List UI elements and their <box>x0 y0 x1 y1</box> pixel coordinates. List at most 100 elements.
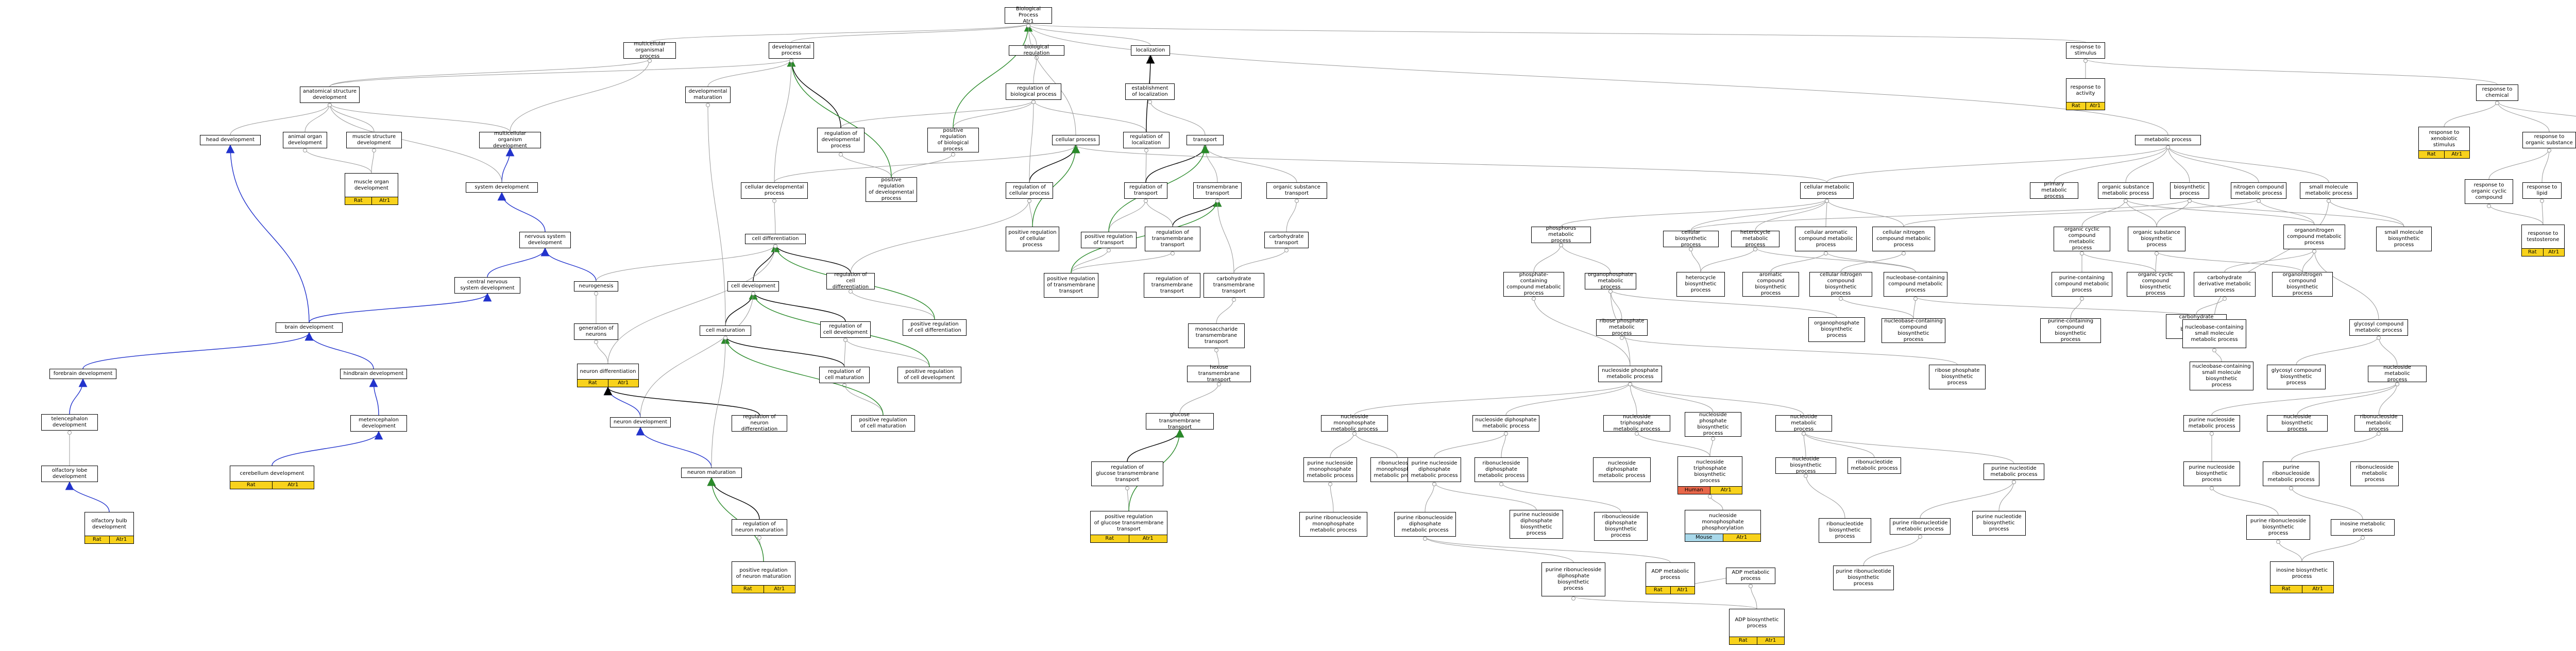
term-node-nucdi[interactable]: nucleoside diphosphate metabolic process <box>1472 415 1539 432</box>
term-node-devmat[interactable]: developmental maturation <box>685 87 731 103</box>
term-node-phoscont[interactable]: phosphate-containing compound metabolic … <box>1503 272 1564 297</box>
term-node-adpmet2[interactable]: ADP metabolic process <box>1726 568 1775 584</box>
term-node-nsdev[interactable]: nervous system development <box>519 232 571 248</box>
term-node-nucmono[interactable]: nucleoside monophosphate metabolic proce… <box>1321 414 1388 432</box>
term-node-anat[interactable]: anatomical structure development <box>300 87 360 103</box>
term-node-ribonucdi[interactable]: ribonucleoside diphosphate metabolic pro… <box>1475 457 1528 482</box>
term-node-posregdevp[interactable]: positive regulation of developmental pro… <box>866 177 917 202</box>
term-node-regcelldiff[interactable]: regulation of cell differentiation <box>826 272 875 290</box>
term-node-ribonucmet2[interactable]: ribonucleoside metabolic process <box>2350 461 2399 486</box>
term-node-musc[interactable]: muscle structure development <box>346 132 402 148</box>
term-node-animorg[interactable]: animal organ development <box>283 132 327 148</box>
term-node-celldev[interactable]: cell development <box>727 281 779 292</box>
term-node-cellmet[interactable]: cellular metabolic process <box>1800 182 1854 199</box>
term-node-orgsubbio[interactable]: organic substance biosynthetic process <box>2128 227 2185 251</box>
term-node-bp[interactable]: Biological Process Atr1 <box>1005 6 1052 24</box>
term-node-ribonucbio[interactable]: ribonucleotide biosynthetic process <box>1819 518 1871 543</box>
term-node-nucsmbio[interactable]: nucleobase-containing small molecule bio… <box>2190 362 2253 390</box>
term-node-regglutm[interactable]: regulation of glucose transmembrane tran… <box>1091 461 1163 486</box>
term-node-regtmtrans[interactable]: regulation of transmembrane transport <box>1145 227 1200 251</box>
term-node-nucdibio[interactable]: nucleoside diphosphate metabolic process <box>1593 457 1651 482</box>
term-node-mcdev[interactable]: multicellular organism development <box>479 131 541 149</box>
term-node-headdev[interactable]: head development <box>200 135 261 145</box>
term-node-resp_ocyc[interactable]: response to organic cyclic compound <box>2465 179 2513 204</box>
term-node-purnucbio3[interactable]: purine nucleotide biosynthetic process <box>1972 511 2026 536</box>
term-node-carbtm[interactable]: carbohydrate transmembrane transport <box>1204 273 1264 298</box>
term-node-purribonucbio[interactable]: purine ribonucleotide metabolic process <box>1890 518 1951 535</box>
term-node-forebrain[interactable]: forebrain development <box>49 369 116 379</box>
term-node-carbtrans[interactable]: carbohydrate transport <box>1264 232 1309 248</box>
term-node-bioreg[interactable]: biological regulation <box>1009 44 1064 56</box>
term-node-purnucbio[interactable]: purine nucleotide metabolic process <box>1984 464 2044 480</box>
term-node-neurogen[interactable]: neurogenesis <box>574 281 618 292</box>
term-node-hetbio[interactable]: heterocycle biosynthetic process <box>1676 272 1725 297</box>
term-node-resp_stim[interactable]: response to stimulus <box>2066 42 2105 59</box>
term-node-devp[interactable]: developmental process <box>769 42 814 59</box>
term-node-posregcpos[interactable]: positive regulation of transmembrane tra… <box>1044 273 1098 298</box>
term-node-neumat[interactable]: neuron maturation <box>681 468 742 478</box>
term-node-purnucdi[interactable]: purine nucleoside diphosphate metabolic … <box>1408 457 1461 482</box>
term-node-neudev[interactable]: neuron development <box>610 417 671 427</box>
term-node-orgphos[interactable]: organophosphate metabolic process <box>1585 272 1636 290</box>
term-node-resp_org[interactable]: response to organic substance <box>2522 132 2576 148</box>
term-node-purribodibio[interactable]: purine ribonucleoside diphosphate biosyn… <box>1541 562 1605 596</box>
term-node-celldevp[interactable]: cellular developmental process <box>741 182 808 199</box>
term-node-posregglutm[interactable]: positive regulation of glucose transmemb… <box>1090 511 1167 543</box>
term-node-regdevp[interactable]: regulation of developmental process <box>817 128 865 152</box>
term-node-telenc[interactable]: telencephalon development <box>41 414 98 431</box>
term-node-smbio[interactable]: small molecule biosynthetic process <box>2376 227 2432 251</box>
term-node-ncmet[interactable]: nitrogen compound metabolic process <box>2231 182 2286 199</box>
term-node-posregcelldiff[interactable]: positive regulation of cell differentiat… <box>903 319 967 336</box>
term-node-hetmet[interactable]: heterocycle metabolic process <box>1731 230 1780 248</box>
term-node-resp_lipid[interactable]: response to lipid <box>2522 182 2562 199</box>
term-node-purribonucdi[interactable]: purine ribonucleoside diphosphate metabo… <box>1394 512 1456 537</box>
term-node-glycosylbio[interactable]: glycosyl compound biosynthetic process <box>2267 365 2326 389</box>
term-node-smmet[interactable]: small molecule metabolic process <box>2300 182 2358 199</box>
term-node-loc[interactable]: localization <box>1131 45 1170 56</box>
term-node-posregbp[interactable]: positive regulation of biological proces… <box>927 128 979 152</box>
term-node-glutm[interactable]: glucose transmembrane transport <box>1146 412 1214 430</box>
term-node-posregneumat[interactable]: positive regulation of neuron maturation… <box>732 561 795 593</box>
term-node-purinebio[interactable]: purine-containing compound biosynthetic … <box>2040 318 2101 343</box>
term-node-ribonucleotidemet[interactable]: ribonucleotide metabolic process <box>1848 457 1901 474</box>
term-node-cellbiosyn[interactable]: cellular biosynthetic process <box>1663 230 1719 248</box>
term-node-regneudiff[interactable]: regulation of neuron differentiation <box>732 414 787 432</box>
term-node-inosine[interactable]: inosine metabolic process <box>2331 519 2395 536</box>
term-node-monotm[interactable]: monosaccharide transmembrane transport <box>1188 323 1245 348</box>
term-node-posregcellmat[interactable]: positive regulation of cell maturation <box>851 415 915 432</box>
term-node-regloc[interactable]: regulation of localization <box>1123 132 1170 148</box>
term-node-regbp[interactable]: regulation of biological process <box>1006 83 1061 100</box>
term-node-cellproc[interactable]: cellular process <box>1052 135 1099 145</box>
term-node-primmet[interactable]: primary metabolic process <box>2030 181 2078 199</box>
term-node-ocycbio[interactable]: organic cyclic compound biosynthetic pro… <box>2127 272 2184 297</box>
term-node-nucleotidebio[interactable]: nucleotide biosynthetic process <box>1775 456 1836 474</box>
term-node-olfbulb[interactable]: olfactory lobe development <box>41 466 98 482</box>
term-node-posregtmtrans[interactable]: regulation of transmembrane transport <box>1144 273 1200 298</box>
term-node-cellnit[interactable]: cellular nitrogen compound metabolic pro… <box>1872 227 1935 251</box>
term-node-hextm[interactable]: hexose transmembrane transport <box>1187 365 1251 383</box>
term-node-cnsdev[interactable]: central nervous system development <box>454 277 520 294</box>
term-node-ribophosbio[interactable]: ribose phosphate biosynthetic process <box>1929 365 1986 389</box>
term-node-celldiff[interactable]: cell differentiation <box>745 234 806 244</box>
term-node-purribonucmono[interactable]: purine ribonucleoside monophosphate meta… <box>1299 512 1367 537</box>
term-node-regcelldev[interactable]: regulation of cell development <box>820 321 871 338</box>
term-node-purnucmet[interactable]: purine nucleoside metabolic process <box>2183 415 2240 432</box>
term-node-ocycmet[interactable]: organic cyclic compound metabolic proces… <box>2054 227 2110 251</box>
term-node-estloc[interactable]: establishment of localization <box>1125 83 1175 100</box>
term-node-nucleosidemet[interactable]: nucleoside metabolic process <box>2368 365 2427 383</box>
term-node-posregcp[interactable]: positive regulation of cellular process <box>1006 227 1059 251</box>
term-node-nucphosmet[interactable]: nucleoside phosphate metabolic process <box>1598 366 1662 382</box>
term-node-cellarom[interactable]: cellular aromatic compound metabolic pro… <box>1795 227 1857 251</box>
term-node-ribophos[interactable]: ribose phosphate metabolic process <box>1596 318 1648 336</box>
term-node-phosmet[interactable]: phosphorus metabolic process <box>1531 226 1591 244</box>
term-node-purribobio[interactable]: purine ribonucleoside biosynthetic proce… <box>2246 515 2310 540</box>
term-node-ribonucmet[interactable]: ribonucleoside metabolic process <box>2354 414 2403 432</box>
term-node-regcp[interactable]: regulation of cellular process <box>1006 182 1053 199</box>
term-node-cellmat[interactable]: cell maturation <box>700 326 751 336</box>
term-node-metenc[interactable]: metencephalon development <box>350 415 407 432</box>
term-node-nucbasebio[interactable]: nucleobase-containing compound biosynthe… <box>1882 318 1945 343</box>
